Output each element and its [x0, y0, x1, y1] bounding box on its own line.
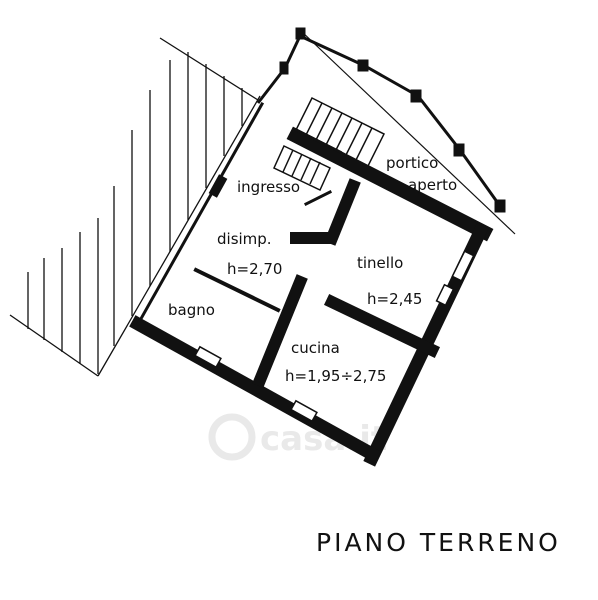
label-bagno: bagno	[168, 301, 215, 319]
window-cucina	[290, 399, 318, 423]
windows	[194, 174, 475, 423]
window-tinello-lower	[435, 283, 455, 307]
portico-outline	[256, 27, 516, 235]
label-cucina: cucina	[291, 339, 340, 357]
label-tinello: tinello	[357, 254, 403, 272]
watermark-logo-icon	[208, 413, 256, 461]
window-ingresso	[208, 174, 228, 198]
page-title: PIANO TERRENO	[316, 528, 561, 557]
label-disimp: disimp.	[217, 230, 272, 248]
window-bagno	[194, 345, 222, 369]
label-portico: portico	[386, 154, 438, 172]
label-portico-aperto: aperto	[408, 176, 457, 194]
label-disimp-height: h=2,70	[227, 260, 282, 278]
label-ingresso: ingresso	[237, 178, 300, 196]
window-tinello	[451, 250, 475, 282]
label-cucina-height: h=1,95÷2,75	[285, 367, 386, 385]
terrain-hatching	[9, 37, 261, 377]
label-tinello-height: h=2,45	[367, 290, 422, 308]
